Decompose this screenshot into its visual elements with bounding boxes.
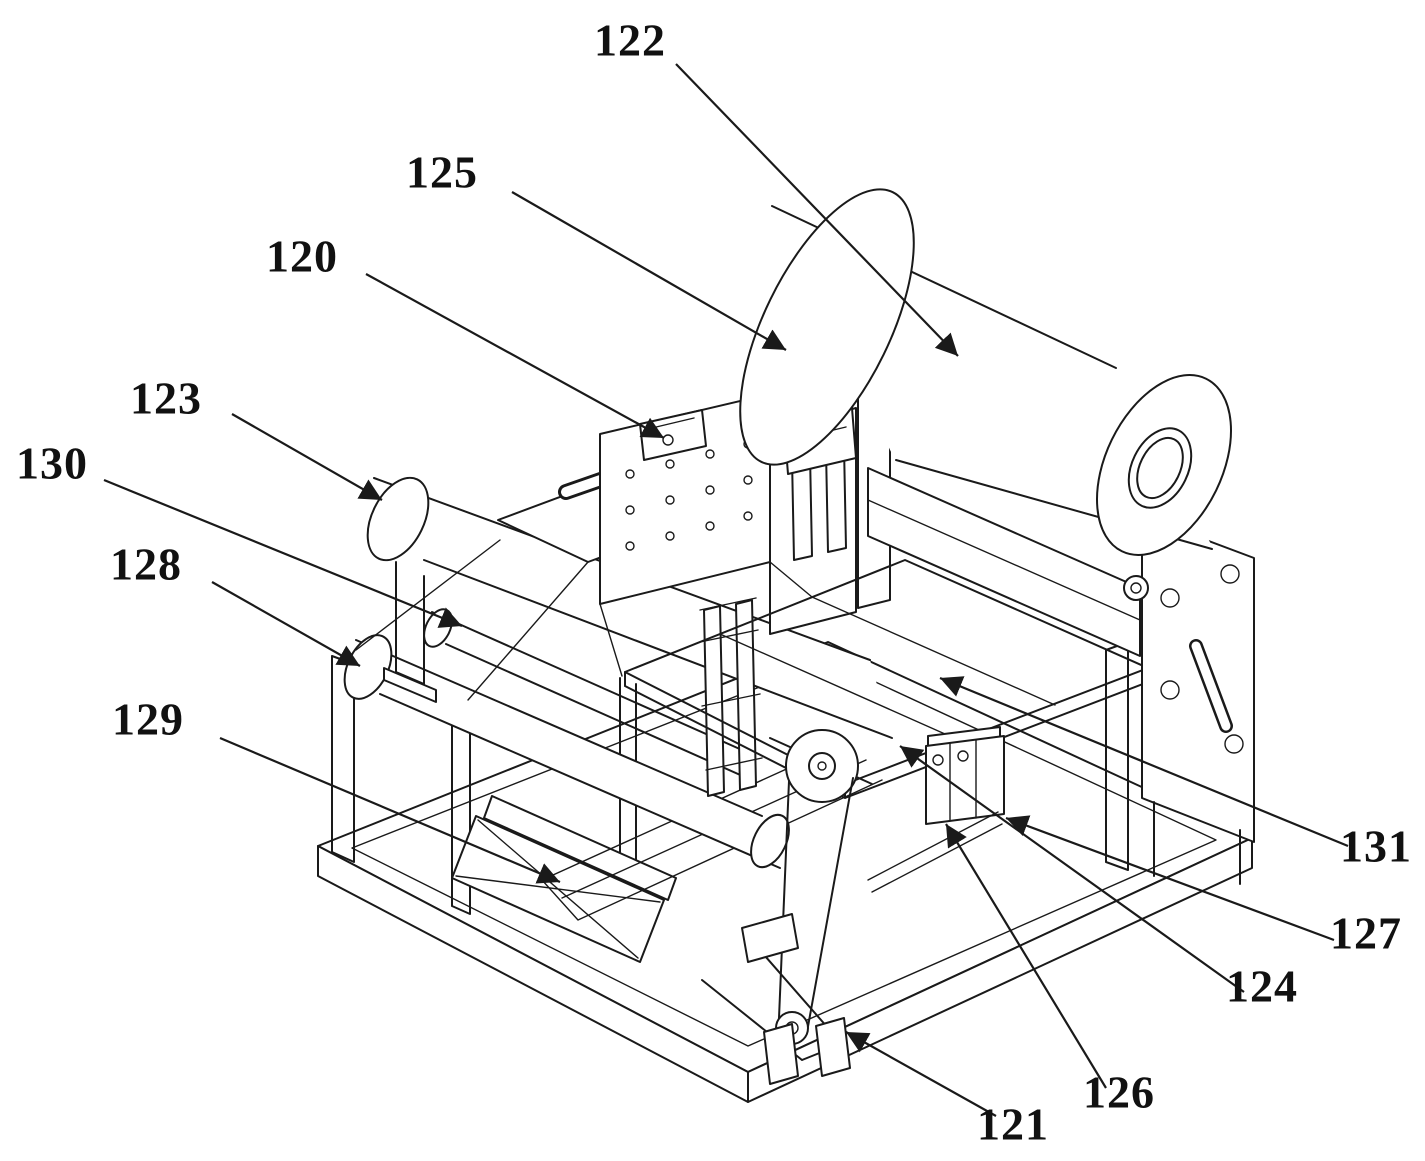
leader-line-128 xyxy=(211,581,361,667)
cylinder-block xyxy=(925,726,1005,825)
leader-lines xyxy=(103,63,1349,1117)
ref-label-125: 125 xyxy=(406,146,478,198)
roll-support-bracket xyxy=(867,467,1141,657)
ref-label-122: 122 xyxy=(594,14,666,66)
roll-core-hole xyxy=(1127,427,1193,509)
roll-bearing xyxy=(1123,575,1149,601)
ref-label-127: 127 xyxy=(1330,907,1402,959)
film-roll xyxy=(739,188,1232,601)
ref-label-128: 128 xyxy=(110,538,182,590)
roller-130 xyxy=(343,634,790,869)
lower-plate-129 xyxy=(451,795,677,963)
ref-label-131: 131 xyxy=(1340,820,1412,872)
leader-line-129 xyxy=(219,736,561,884)
drive-pulley-linkage xyxy=(701,729,1003,1085)
side-plate-right xyxy=(1141,515,1255,885)
ref-label-124: 124 xyxy=(1226,960,1298,1012)
ref-label-129: 129 xyxy=(112,693,184,745)
leader-line-121 xyxy=(845,1031,997,1117)
roller-support-post xyxy=(383,561,437,703)
leader-line-124 xyxy=(899,745,1245,993)
leader-line-126 xyxy=(945,823,1107,1089)
ref-label-126: 126 xyxy=(1083,1066,1155,1118)
leader-line-131 xyxy=(939,676,1349,848)
plate-holes xyxy=(625,439,753,551)
leader-line-125 xyxy=(511,191,787,351)
leader-line-127 xyxy=(1005,815,1335,942)
leader-line-130 xyxy=(103,478,463,628)
leader-line-123 xyxy=(231,413,383,501)
leader-line-120 xyxy=(365,273,665,439)
ref-label-121: 121 xyxy=(977,1098,1049,1150)
ref-label-120: 120 xyxy=(266,230,338,282)
ref-label-123: 123 xyxy=(130,372,202,424)
leader-line-122 xyxy=(675,63,959,357)
ref-label-130: 130 xyxy=(16,437,88,489)
